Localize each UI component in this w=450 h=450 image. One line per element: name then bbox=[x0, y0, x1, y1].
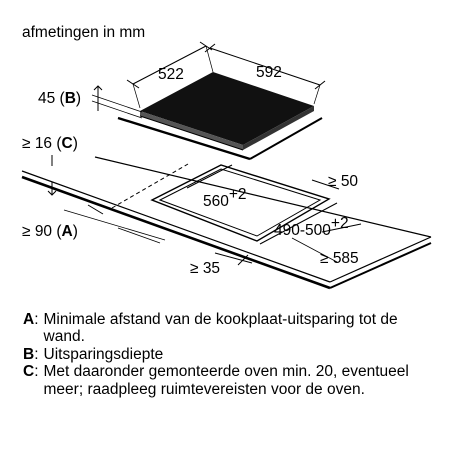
legend-text: Uitsparingsdiepte bbox=[43, 345, 164, 363]
front-clearance-label: ≥ 35 bbox=[190, 260, 220, 277]
side-clearance-label: ≥ 50 bbox=[328, 173, 358, 190]
legend-text: Minimale afstand van de kookplaat-uitspa… bbox=[43, 311, 398, 346]
side-clearance-dimension: ≥ 50 bbox=[311, 173, 358, 190]
hob-width-label: 592 bbox=[256, 64, 282, 81]
hob-width-dimension: 592 bbox=[204, 43, 326, 105]
hob-top-surface bbox=[140, 72, 314, 145]
worktop-front-bottom-edge bbox=[21, 175, 331, 290]
wall-clearance-dimension: ≥ 90 (A) bbox=[22, 204, 166, 244]
worktop-depth-dimension: ≥ 585 bbox=[291, 223, 362, 267]
wall-reference-line bbox=[111, 163, 189, 209]
thickness-key: B bbox=[65, 90, 76, 107]
cutout-drawing bbox=[150, 164, 331, 242]
clearance-below-key: C bbox=[62, 135, 73, 152]
legend-key: B bbox=[23, 345, 35, 363]
cutout-depth-dimension: 560+2 bbox=[186, 164, 247, 210]
legend-text: Met daaronder gemonteerde oven min. 20, … bbox=[43, 363, 409, 398]
hob-drawing bbox=[117, 72, 323, 161]
legend: A: Minimale afstand van de kookplaat-uit… bbox=[23, 311, 443, 398]
worktop-depth-label: ≥ 585 bbox=[320, 250, 359, 267]
cutout-outline bbox=[150, 164, 331, 242]
legend-item-a: A: Minimale afstand van de kookplaat-uit… bbox=[23, 311, 443, 346]
legend-item-b: B: Uitsparingsdiepte bbox=[23, 346, 443, 363]
hob-bottom-line bbox=[139, 115, 244, 151]
hob-depth-label: 522 bbox=[158, 66, 184, 83]
hob-side-edge bbox=[140, 111, 243, 150]
cutout-inner-outline bbox=[158, 168, 322, 237]
wall-clearance-label: ≥ 90 (A) bbox=[22, 223, 78, 240]
cutout-depth-tolerance: +2 bbox=[229, 186, 247, 203]
hob-front-edge bbox=[243, 106, 314, 150]
worktop-right-edge bbox=[329, 236, 432, 283]
worktop-right-bottom-edge bbox=[329, 242, 432, 289]
clearance-below-dimension: ≥ 16 (C) bbox=[22, 135, 78, 196]
worktop-drawing bbox=[21, 156, 432, 290]
diagram-title: afmetingen in mm bbox=[22, 24, 145, 41]
worktop-back-edge bbox=[94, 156, 432, 238]
legend-key: C bbox=[23, 363, 35, 381]
legend-item-c: C: Met daaronder gemonteerde oven min. 2… bbox=[23, 363, 443, 398]
wall-clearance-key: A bbox=[62, 223, 73, 240]
thickness-label: 45 (B) bbox=[38, 90, 81, 107]
legend-key: A bbox=[23, 311, 35, 328]
hob-base-plate bbox=[117, 116, 251, 161]
front-clearance-dimension: ≥ 35 bbox=[190, 252, 253, 277]
cutout-width-dimension: 490-500+2 bbox=[259, 202, 349, 245]
cutout-width-label: 490-500+2 bbox=[274, 215, 349, 239]
worktop-front-top-edge bbox=[21, 170, 331, 283]
clearance-below-label: ≥ 16 (C) bbox=[22, 135, 78, 152]
thickness-dimension: 45 (B) bbox=[38, 85, 143, 119]
cutout-depth-label: 560+2 bbox=[203, 186, 247, 210]
hob-base-plate-side bbox=[249, 117, 323, 160]
